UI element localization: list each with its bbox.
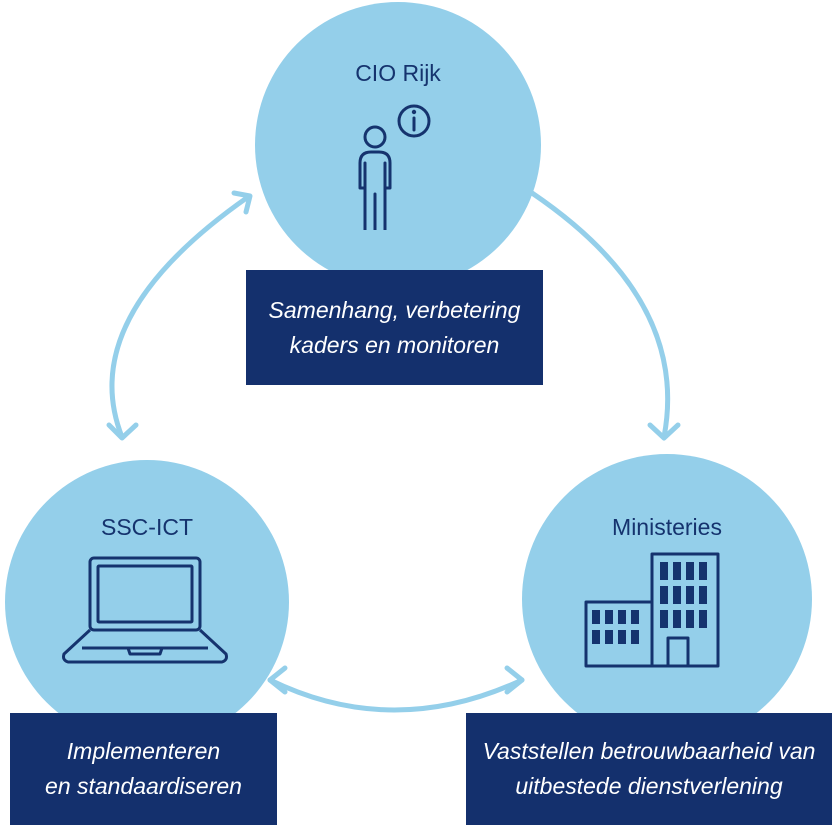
ssc-ict-role-box: Implementeren en standaardiseren (10, 713, 277, 825)
ministeries-circle: Ministeries (522, 454, 812, 744)
arrow-head-bottom-right-end (504, 665, 525, 695)
ssc-ict-role-line2: en standaardiseren (45, 773, 242, 799)
ssc-ict-circle: SSC-ICT (5, 460, 289, 744)
arrow-head-top-left (231, 190, 253, 215)
person-info-icon (358, 104, 431, 230)
ssc-ict-role-line1: Implementeren (66, 738, 221, 764)
arrow-ssc-ministeries (267, 677, 525, 713)
arrow-cio-ministeries (529, 190, 671, 440)
ministeries-role-box: Vaststellen betrouwbaarheid van uitbeste… (466, 713, 832, 825)
arrow-head-bottom-left (106, 422, 139, 441)
ministeries-role-line2: uitbestede dienstverlening (515, 773, 783, 799)
cio-rijk-role-line2: kaders en monitoren (289, 331, 500, 358)
ministeries-title: Ministeries (612, 514, 722, 540)
cio-rijk-role-line1: Samenhang, verbetering (268, 296, 521, 323)
cio-rijk-title: CIO Rijk (355, 60, 441, 86)
cio-rijk-circle: CIO Rijk (255, 2, 541, 288)
arrow-cio-ssc (109, 194, 251, 440)
cio-rijk-role-box: Samenhang, verbetering kaders en monitor… (246, 270, 543, 385)
ssc-ict-title: SSC-ICT (101, 514, 193, 540)
arrow-head-right (647, 422, 681, 441)
office-buildings-icon (584, 552, 720, 668)
ministeries-role-line1: Vaststellen betrouwbaarheid van (482, 738, 816, 764)
laptop-icon (62, 556, 228, 664)
arrow-head-bottom-left-end (267, 665, 288, 695)
